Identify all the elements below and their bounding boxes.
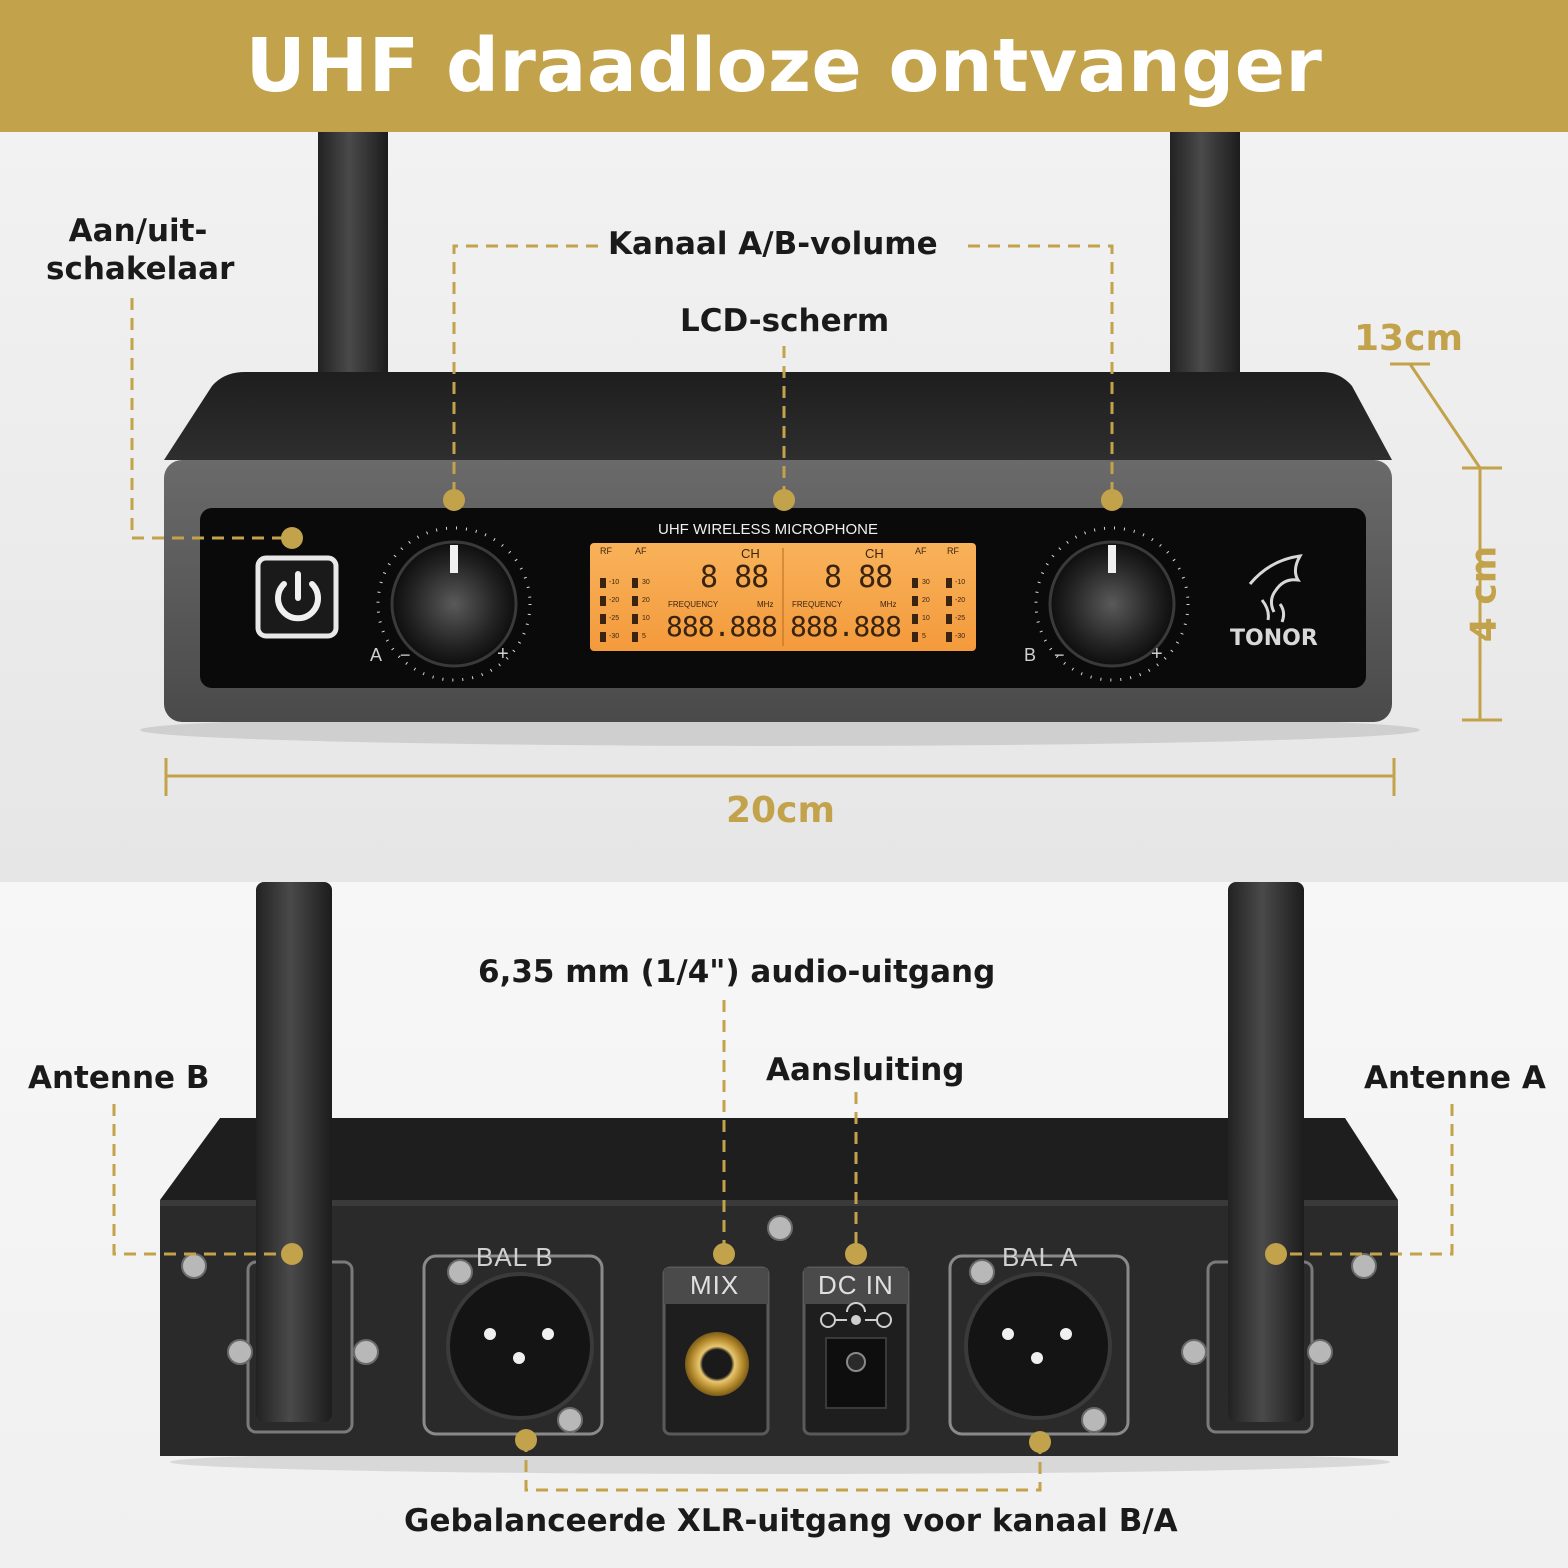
bal-b-plate [422, 1254, 604, 1436]
volume-knob-a[interactable] [390, 540, 518, 668]
tonor-logo-icon [1248, 554, 1303, 623]
lcd-af-scale-r3: 10 [922, 615, 930, 622]
lcd-rf-scale-2: -20 [609, 597, 620, 604]
lcd-af-scale-2: 20 [642, 597, 650, 604]
antenna-a [1228, 882, 1304, 1422]
lcd-rf-scale-3: -25 [609, 615, 620, 622]
antenna-b [256, 882, 332, 1422]
volume-knob-b[interactable] [1048, 540, 1176, 668]
antenna-front-left [318, 132, 388, 392]
mix-jack[interactable] [685, 1332, 749, 1396]
lcd-rf-right: RF [947, 546, 959, 556]
lcd-af-scale-r1: 30 [922, 579, 930, 586]
xlr-a-connector[interactable] [964, 1272, 1112, 1420]
knob-b-minus: − [1054, 645, 1065, 665]
power-switch-label: Aan/uit- schakelaar [46, 212, 235, 288]
lcd-mhz-right: MHz [880, 600, 897, 609]
page-title: UHF draadloze ontvanger [245, 23, 1323, 109]
lcd-mhz-left: MHz [757, 600, 774, 609]
rear-leader-lines [112, 1000, 1454, 1492]
lcd-frequency-right: FREQUENCY [792, 600, 843, 609]
power-label-line2: schakelaar [46, 251, 235, 287]
knob-b-scale [1034, 526, 1190, 682]
lcd-af-right: AF [915, 546, 927, 556]
screw-icons [181, 1215, 1377, 1433]
lcd-af-scale-r2: 20 [922, 597, 930, 604]
lcd-ch-right: CH [865, 546, 884, 561]
height-dimension: 4 cm [1463, 545, 1505, 643]
power-label-line1: Aan/uit- [68, 213, 208, 249]
lcd-rf-scale-4: -30 [609, 633, 620, 640]
audio-out-label: 6,35 mm (1/4") audio-uitgang [478, 954, 996, 990]
front-antennas [318, 132, 1240, 392]
antenna-b-label: Antenne B [28, 1060, 210, 1096]
power-icon [275, 571, 321, 622]
lcd-level-bars [600, 578, 952, 642]
rear-body [160, 1118, 1398, 1474]
dc-polarity-icon [820, 1302, 892, 1328]
lcd-header: UHF WIRELESS MICROPHONE [658, 521, 879, 538]
lcd-rf-scale-r2: -20 [955, 597, 966, 604]
lcd-rf-scale-1: -10 [609, 579, 620, 586]
lcd-af-scale-1: 30 [642, 579, 650, 586]
title-banner: UHF draadloze ontvanger [0, 0, 1568, 132]
lcd-label: LCD-scherm [680, 303, 890, 339]
knob-a-plus: + [497, 643, 509, 665]
antenna-front-right [1170, 132, 1240, 392]
width-dimension: 20cm [726, 790, 835, 831]
brand-name: TONOR [1230, 626, 1318, 651]
lcd-af-scale-4: 5 [642, 633, 646, 640]
xlr-output-label: Gebalanceerde XLR-uitgang voor kanaal B/… [404, 1503, 1178, 1539]
lcd-ch-digits-right: 8 88 [824, 560, 893, 595]
lcd-frequency-left: FREQUENCY [668, 600, 719, 609]
connection-label: Aansluiting [766, 1052, 965, 1088]
lcd-af-scale-r4: 5 [922, 633, 926, 640]
volume-label: Kanaal A/B-volume [608, 226, 938, 262]
knob-a-letter: A [370, 645, 383, 665]
front-body [140, 372, 1420, 746]
bal-a-label: BAL A [1002, 1242, 1079, 1272]
lcd-af-scale-3: 10 [642, 615, 650, 622]
dc-in-label: DC IN [818, 1270, 894, 1300]
lcd-freq-digits-right: 888.888 [790, 610, 902, 643]
front-leader-dots [281, 489, 1123, 549]
bal-b-label: BAL B [476, 1242, 554, 1272]
knob-b-letter: B [1024, 645, 1037, 665]
rear-antennas [256, 882, 1304, 1422]
dimension-lines [164, 362, 1502, 796]
mix-label: MIX [690, 1270, 740, 1300]
dc-in-jack[interactable] [825, 1337, 887, 1409]
lcd-rf-scale-r1: -10 [955, 579, 966, 586]
lcd-rf-scale-r4: -30 [955, 633, 966, 640]
lcd-af-left: AF [635, 546, 647, 556]
lcd-freq-digits-left: 888.888 [666, 610, 778, 643]
knob-a-scale [376, 526, 532, 682]
lcd-rf-scale-r3: -25 [955, 615, 966, 622]
rear-panel [160, 1200, 1398, 1456]
xlr-b-connector[interactable] [446, 1272, 594, 1420]
front-leader-lines [130, 244, 1114, 540]
lcd-ch-digits-left: 8 88 [700, 560, 769, 595]
knob-b-plus: + [1151, 643, 1163, 665]
antenna-a-label: Antenne A [1364, 1060, 1546, 1096]
knob-a-minus: − [400, 645, 411, 665]
lcd-ch-left: CH [741, 546, 760, 561]
lcd-rf-left: RF [600, 546, 612, 556]
rear-leader-dots [281, 1243, 1287, 1453]
depth-dimension: 13cm [1354, 318, 1463, 359]
